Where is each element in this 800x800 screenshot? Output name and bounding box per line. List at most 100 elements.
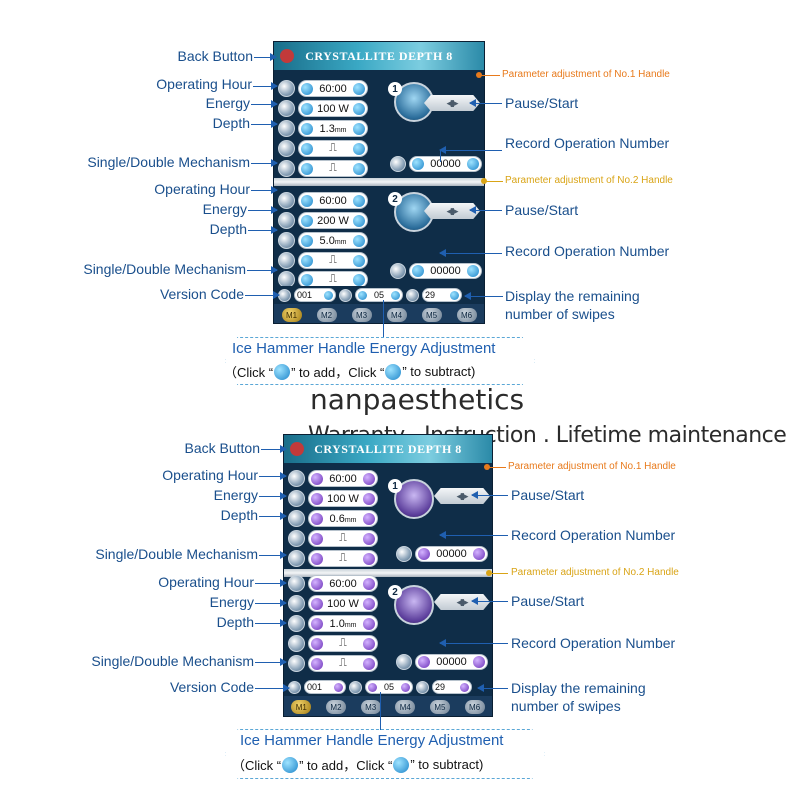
minus-icon[interactable] — [301, 122, 313, 135]
mode-m6[interactable]: M6 — [456, 308, 477, 322]
minus-icon[interactable] — [412, 158, 424, 170]
minus-icon[interactable] — [301, 234, 313, 247]
plus-icon[interactable] — [362, 552, 375, 565]
plus-icon[interactable] — [352, 273, 365, 286]
minus-icon[interactable] — [311, 597, 323, 610]
label-param-h1: Parameter adjustment of No.1 Handle — [508, 461, 676, 472]
minus-icon[interactable] — [412, 265, 424, 277]
plus-icon[interactable] — [362, 657, 375, 670]
minus-icon[interactable] — [311, 617, 323, 630]
plus-icon[interactable] — [352, 214, 365, 227]
plus-icon[interactable] — [334, 682, 343, 692]
minus-icon[interactable] — [418, 548, 430, 560]
hammer-energy-stepper[interactable]: 05 — [355, 288, 403, 302]
back-icon[interactable] — [280, 49, 294, 63]
mechanism-stepper-1[interactable]: ⎍ — [298, 160, 368, 177]
back-icon[interactable] — [290, 442, 304, 456]
minus-icon[interactable] — [301, 162, 313, 175]
minus-icon[interactable] — [301, 102, 313, 115]
depth-stepper-2[interactable]: 1.0mm — [308, 615, 378, 632]
minus-icon[interactable] — [301, 273, 313, 286]
depth-stepper-1[interactable]: 1.3mm — [298, 120, 368, 137]
time-stepper-1[interactable]: 60:00 — [308, 470, 378, 487]
plus-icon[interactable] — [400, 682, 410, 692]
depth-stepper-1[interactable]: 0.6mm — [308, 510, 378, 527]
plus-icon[interactable] — [353, 234, 365, 247]
plus-icon[interactable] — [390, 290, 400, 300]
plus-icon[interactable] — [324, 290, 333, 300]
minus-icon[interactable] — [311, 577, 323, 590]
minus-icon[interactable] — [311, 637, 323, 650]
mode-m5[interactable]: M5 — [421, 308, 442, 322]
mode-m1[interactable]: M1 — [291, 700, 312, 714]
minus-icon[interactable] — [301, 142, 313, 155]
pulse-stepper-1[interactable]: ⎍ — [298, 140, 368, 157]
minus-icon[interactable] — [311, 492, 323, 505]
minus-icon[interactable] — [311, 472, 323, 485]
plus-icon[interactable] — [362, 637, 375, 650]
energy-stepper-2[interactable]: 100 W — [308, 595, 378, 612]
version-code: 001 — [294, 288, 336, 302]
minus-icon[interactable] — [311, 657, 323, 670]
time-stepper-2[interactable]: 60:00 — [298, 192, 368, 209]
minus-icon[interactable] — [418, 656, 430, 668]
minus-icon[interactable] — [311, 512, 323, 525]
mode-m4[interactable]: M4 — [386, 308, 407, 322]
plus-icon[interactable] — [362, 597, 375, 610]
time-stepper-1[interactable]: 60:00 — [298, 80, 368, 97]
play-pause-icon[interactable]: ◂▮▸ — [434, 488, 490, 504]
plus-icon[interactable] — [362, 532, 375, 545]
plus-icon[interactable] — [467, 265, 479, 277]
plus-icon[interactable] — [362, 492, 375, 505]
plus-icon[interactable] — [363, 577, 375, 590]
plus-icon[interactable] — [353, 122, 365, 135]
mechanism-stepper-2[interactable]: ⎍ — [298, 271, 368, 288]
plus-icon[interactable] — [352, 254, 365, 267]
energy-stepper-1[interactable]: 100 W — [308, 490, 378, 507]
minus-icon[interactable] — [301, 194, 313, 207]
minus-icon[interactable] — [368, 682, 377, 692]
minus-icon[interactable] — [311, 552, 323, 565]
mode-m5[interactable]: M5 — [429, 700, 450, 714]
minus-icon[interactable] — [301, 214, 313, 227]
mode-m3[interactable]: M3 — [351, 308, 372, 322]
plus-icon[interactable] — [352, 142, 365, 155]
minus-icon[interactable] — [301, 254, 313, 267]
mechanism-stepper-1[interactable]: ⎍ — [308, 550, 378, 567]
plus-icon[interactable] — [363, 617, 375, 630]
mode-m2[interactable]: M2 — [325, 700, 346, 714]
plus-icon[interactable] — [473, 548, 485, 560]
mode-m1[interactable]: M1 — [281, 308, 302, 322]
pulse-icon — [288, 635, 305, 652]
energy-stepper-1[interactable]: 100 W — [298, 100, 368, 117]
energy-stepper-2[interactable]: 200 W — [298, 212, 368, 229]
mode-m6[interactable]: M6 — [464, 700, 485, 714]
plus-icon[interactable] — [352, 102, 365, 115]
play-pause-icon[interactable]: ◂▮▸ — [424, 95, 480, 111]
plus-icon[interactable] — [473, 656, 485, 668]
plus-icon[interactable] — [352, 162, 365, 175]
plus-icon[interactable] — [363, 512, 375, 525]
mode-m2[interactable]: M2 — [316, 308, 337, 322]
plus-icon[interactable] — [467, 158, 479, 170]
mode-m3[interactable]: M3 — [360, 700, 381, 714]
plus-icon[interactable] — [460, 682, 469, 692]
hammer-energy-stepper[interactable]: 05 — [365, 680, 413, 694]
depth-stepper-2[interactable]: 5.0mm — [298, 232, 368, 249]
play-pause-icon[interactable]: ◂▮▸ — [424, 203, 480, 219]
pulse-stepper-1[interactable]: ⎍ — [308, 530, 378, 547]
pulse-stepper-2[interactable]: ⎍ — [298, 252, 368, 269]
plus-icon[interactable] — [353, 194, 365, 207]
plus-icon[interactable] — [353, 82, 365, 95]
plus-icon[interactable] — [363, 472, 375, 485]
time-stepper-2[interactable]: 60:00 — [308, 575, 378, 592]
minus-icon[interactable] — [301, 82, 313, 95]
minus-icon[interactable] — [358, 290, 367, 300]
plus-icon[interactable] — [450, 290, 459, 300]
mode-m4[interactable]: M4 — [395, 700, 416, 714]
minus-icon[interactable] — [311, 532, 323, 545]
mechanism-wave-icon: ⎍ — [329, 273, 337, 285]
play-pause-icon[interactable]: ◂▮▸ — [434, 594, 490, 610]
pulse-stepper-2[interactable]: ⎍ — [308, 635, 378, 652]
mechanism-stepper-2[interactable]: ⎍ — [308, 655, 378, 672]
